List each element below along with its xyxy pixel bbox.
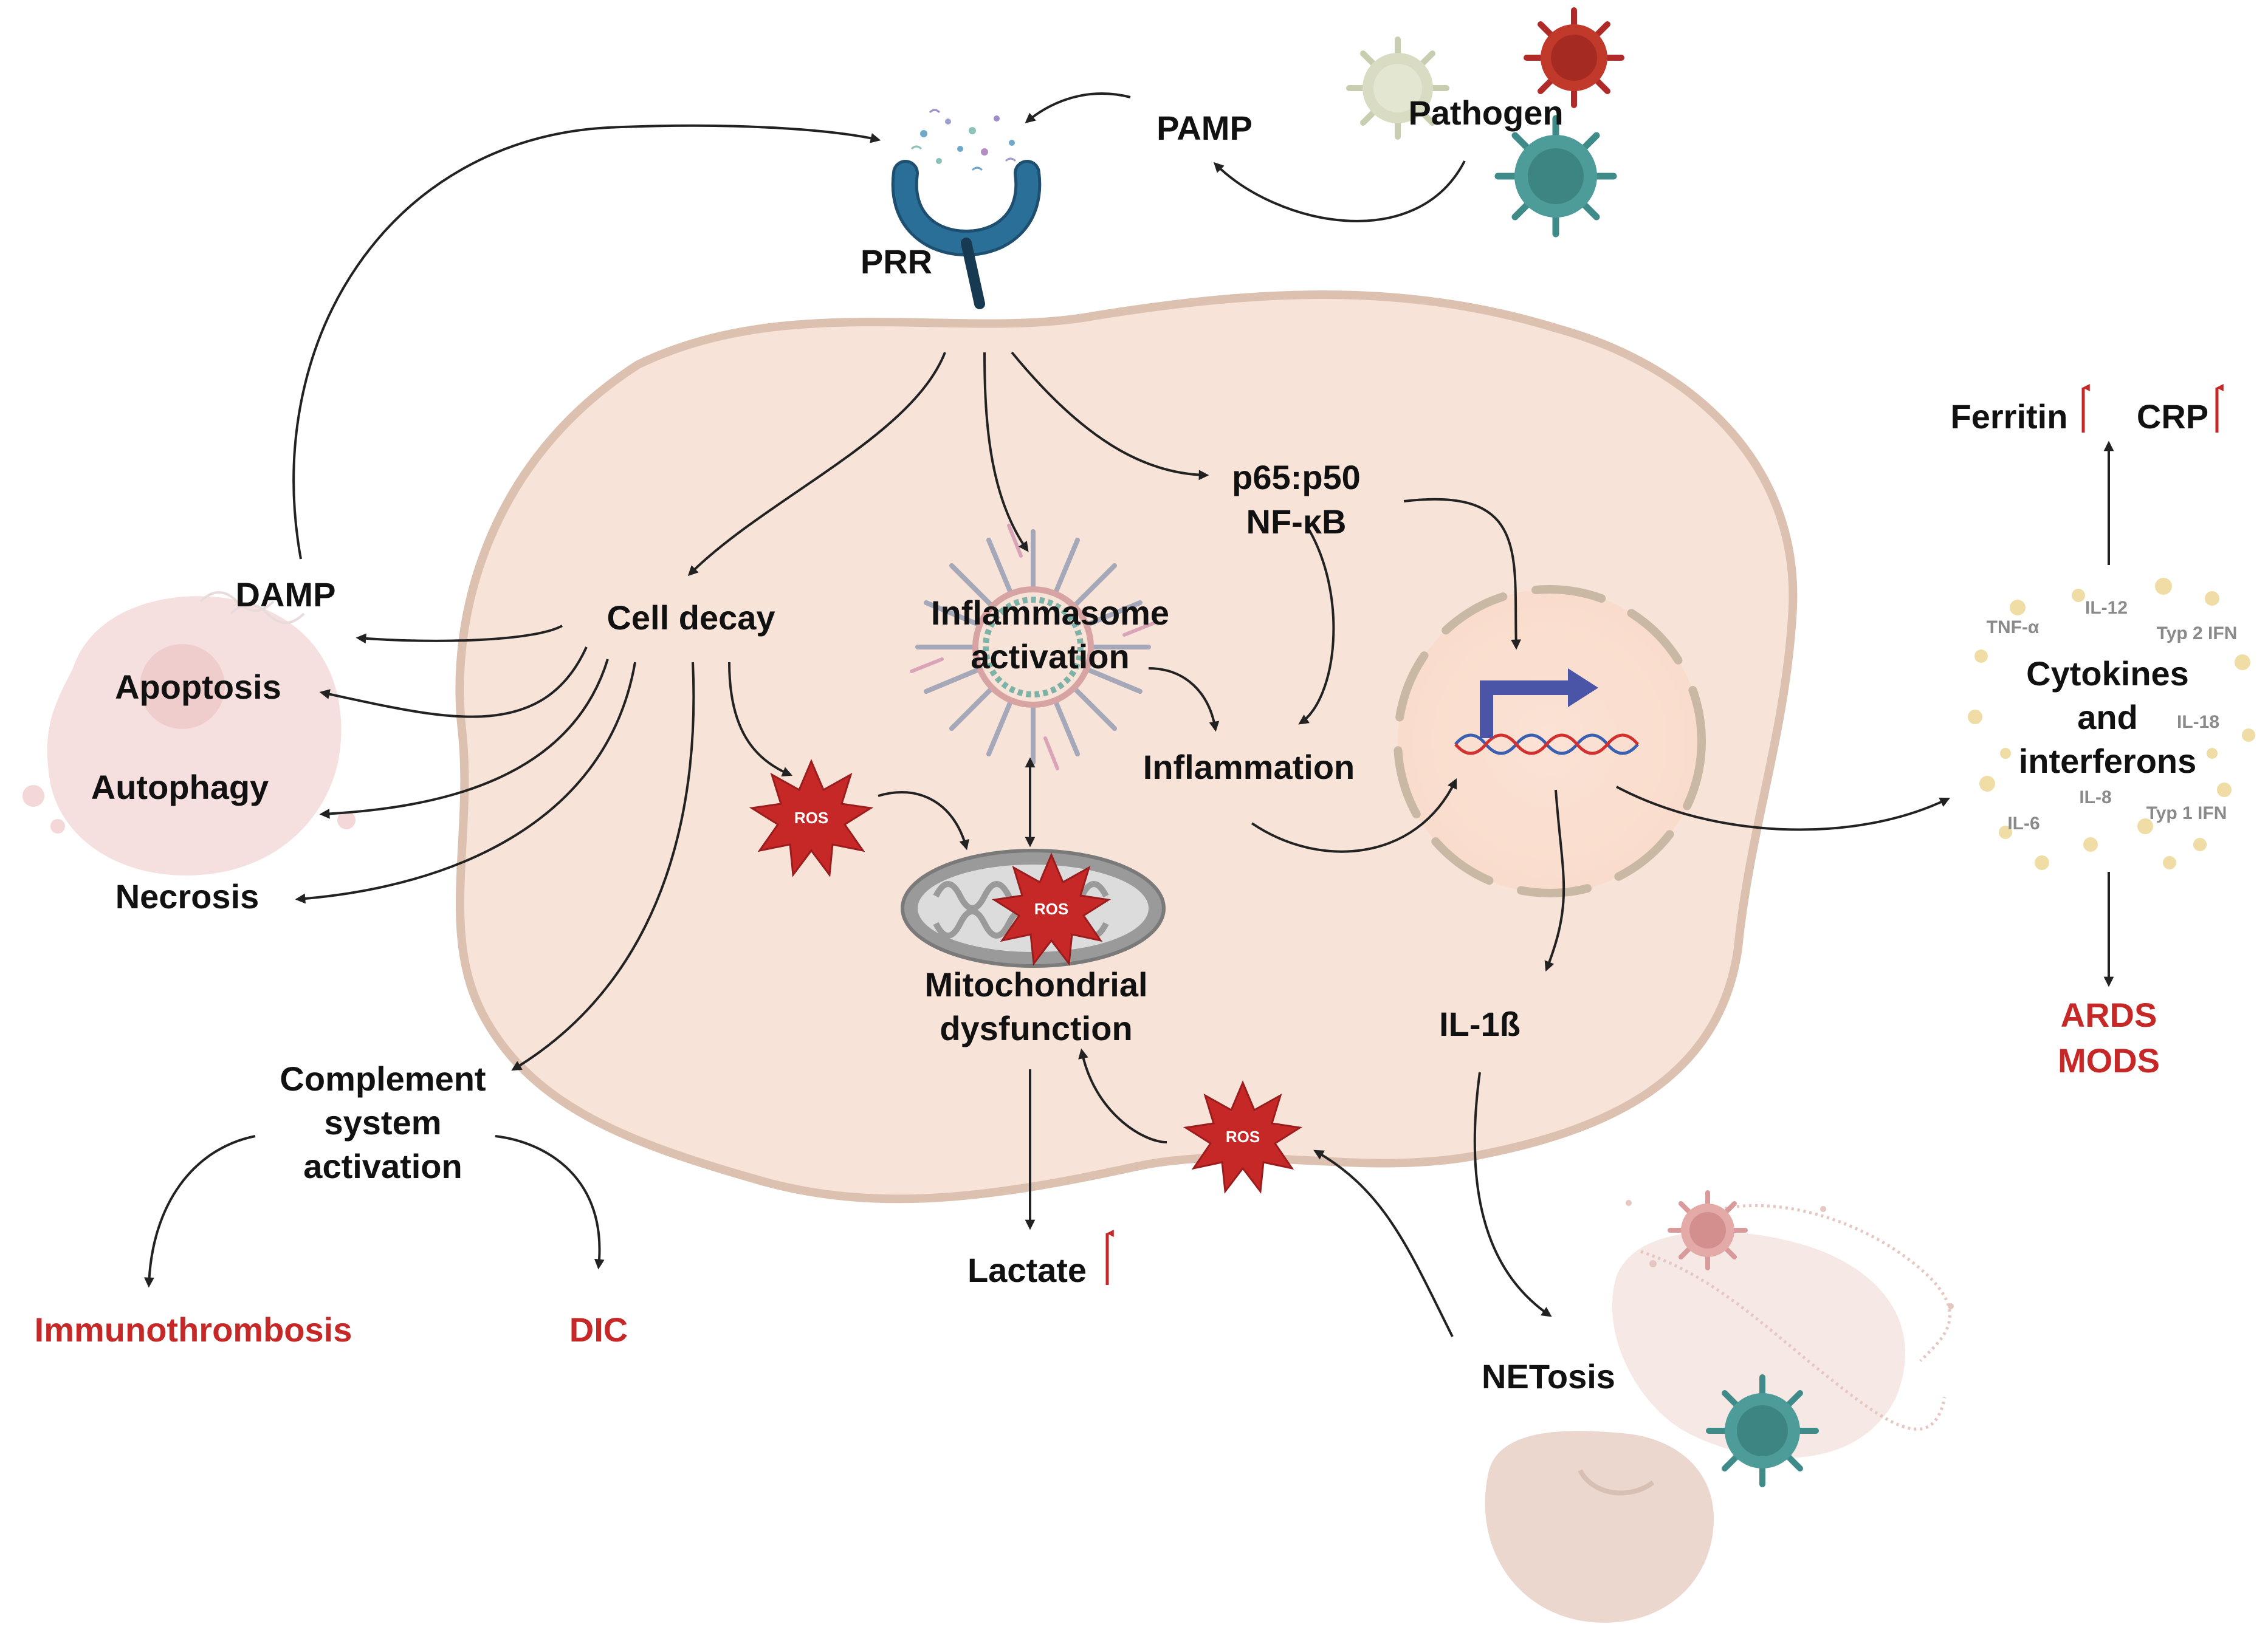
cytokine-tag-tnf: TNF-α <box>1987 617 2039 637</box>
pamp-label: PAMP <box>1156 109 1253 147</box>
damp-label: DAMP <box>236 575 336 614</box>
complement-label: Complement <box>280 1060 486 1098</box>
cell-body <box>455 290 1798 1204</box>
pathogen-icon-red <box>1524 7 1624 108</box>
pathogen-icon-net-teal <box>1706 1374 1819 1487</box>
dic-label: DIC <box>569 1310 628 1349</box>
cytokine-cloud-icon <box>1968 578 2255 870</box>
mods-label: MODS <box>2058 1041 2160 1080</box>
ros-label: ROS <box>1226 1128 1260 1146</box>
nfkb-subunits-label: p65:p50 <box>1232 458 1361 496</box>
cytokine-tag-typ1-ifn: Typ 1 IFN <box>2146 803 2227 823</box>
ros-burst-cytoplasm: ROS <box>749 759 874 877</box>
pathogen-icon-teal <box>1494 115 1617 238</box>
inflammasome-activation-label: activation <box>971 637 1129 676</box>
interferons-label: interferons <box>2019 742 2197 780</box>
ros-label: ROS <box>794 809 828 827</box>
increase-arrow-icons <box>1105 384 2224 1285</box>
promoter-arrow-icon <box>1480 668 1598 738</box>
cytokines-and-label: and <box>2077 698 2138 736</box>
dysfunction-label: dysfunction <box>940 1009 1132 1047</box>
crp-label: CRP <box>2137 397 2208 436</box>
pathogen-icon-pale <box>1346 36 1449 140</box>
ros-burst-netosis: ROS <box>1183 1080 1303 1194</box>
il1b-label: IL-1ß <box>1439 1005 1521 1043</box>
cytokine-tag-typ2-ifn: Typ 2 IFN <box>2157 623 2238 643</box>
cytokines-label: Cytokines <box>2026 654 2189 693</box>
pathogen-icon-net-pink <box>1668 1190 1748 1270</box>
cytokine-tag-il6: IL-6 <box>2007 814 2039 834</box>
necrosis-label: Necrosis <box>115 877 259 916</box>
mitochondrial-label: Mitochondrial <box>924 965 1147 1004</box>
ferritin-label: Ferritin <box>1951 397 2068 436</box>
complement-activation-label: activation <box>303 1147 462 1185</box>
inflammation-label: Inflammation <box>1143 748 1355 786</box>
nfkb-label: NF-κB <box>1246 502 1347 541</box>
ards-label: ARDS <box>2061 996 2157 1034</box>
inflammasome-icon <box>910 524 1156 770</box>
netosis-cell-icon <box>1485 1200 1954 1623</box>
netosis-label: NETosis <box>1482 1357 1615 1396</box>
receptor-prr-icon <box>891 160 1042 309</box>
cytokine-tag-il12: IL-12 <box>2085 598 2128 618</box>
pamp-particles-icon <box>910 109 1017 171</box>
cell-decay-label: Cell decay <box>607 598 775 637</box>
cytokine-tag-il18: IL-18 <box>2177 712 2219 732</box>
ros-label: ROS <box>1034 900 1068 918</box>
apoptosis-label: Apoptosis <box>115 668 281 706</box>
lactate-label: Lactate <box>967 1251 1087 1289</box>
immunothrombosis-label: Immunothrombosis <box>35 1310 352 1349</box>
autophagy-label: Autophagy <box>91 768 269 806</box>
dying-cell-icon <box>22 591 356 875</box>
ros-burst-mitochondrion: ROS <box>991 852 1112 966</box>
cytokine-tag-il8: IL-8 <box>2079 787 2111 807</box>
pathogen-label: Pathogen <box>1408 94 1563 132</box>
complement-system-label: system <box>324 1103 441 1142</box>
prr-label: PRR <box>861 242 932 281</box>
arrows <box>144 92 2114 1337</box>
dna-icon <box>1454 733 1639 755</box>
inflammasome-label: Inflammasome <box>931 594 1169 632</box>
